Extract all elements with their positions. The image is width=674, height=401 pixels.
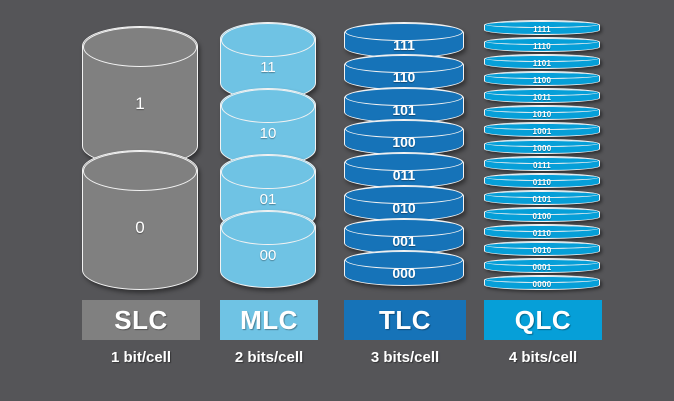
cell-level-tlc-111: 111 (344, 22, 464, 58)
cell-level-qlc-1011: 1011 (484, 88, 600, 103)
badge-slc: SLC (82, 300, 200, 340)
cell-level-tlc-000: 000 (344, 250, 464, 286)
cell-level-label: 1 (135, 93, 145, 113)
cell-level-label: 1110 (532, 41, 552, 51)
caption-qlc: 4 bits/cell (508, 349, 578, 366)
cell-level-qlc-1111: 1111 (484, 20, 600, 35)
cell-level-label: 00 (259, 246, 277, 264)
cell-level-label: 01 (259, 190, 277, 208)
cell-level-label: 0010 (532, 245, 552, 255)
cell-level-label: 001 (392, 232, 416, 249)
cell-level-qlc-1110: 1110 (484, 37, 600, 52)
cell-level-qlc-0101: 0101 (484, 190, 600, 205)
cell-level-label: 1111 (533, 24, 551, 34)
cell-level-label: 1100 (532, 75, 552, 85)
cell-level-qlc-1001: 1001 (484, 122, 600, 137)
cell-level-label: 1000 (532, 143, 552, 153)
cell-level-label: 1001 (532, 126, 552, 136)
legend-qlc: QLC 4 bits/cell (484, 300, 602, 366)
column-slc: 1 0 SLC 1 bit/cell (82, 0, 200, 401)
column-mlc: 11 10 01 00 MLC 2 bits/cell (220, 0, 318, 401)
cell-level-label: 111 (393, 36, 415, 53)
cell-level-label: 100 (392, 133, 416, 150)
cell-level-tlc-101: 101 (344, 87, 464, 123)
cell-level-qlc-0100: 0100 (484, 207, 600, 222)
column-tlc: 111 110 101 100 011 010 001 000 TLC 3 bi… (344, 0, 466, 401)
column-qlc: 1111 1110 1101 1100 1011 1010 1001 1000 … (484, 0, 602, 401)
cell-level-tlc-100: 100 (344, 119, 464, 155)
cell-level-qlc-0110: 0110 (484, 173, 600, 188)
badge-mlc: MLC (220, 300, 318, 340)
cell-level-label: 1010 (532, 109, 552, 119)
cell-level-label: 0101 (532, 194, 552, 204)
cell-level-label: 0000 (532, 279, 552, 289)
cell-level-label: 0 (135, 217, 145, 237)
cell-level-label: 0001 (532, 262, 552, 272)
cylinder-top-ellipse (83, 27, 197, 67)
cell-level-qlc-1000: 1000 (484, 139, 600, 154)
caption-mlc: 2 bits/cell (234, 349, 304, 366)
cell-level-label: 0110 (532, 177, 552, 187)
cell-level-slc-0: 0 (82, 150, 198, 290)
cell-level-label: 101 (392, 101, 416, 118)
cell-level-qlc-1100: 1100 (484, 71, 600, 86)
cell-level-slc-1: 1 (82, 26, 198, 166)
cell-level-qlc-1010: 1010 (484, 105, 600, 120)
legend-tlc: TLC 3 bits/cell (344, 300, 466, 366)
cell-level-label: 11 (260, 58, 276, 76)
cell-level-label: 000 (392, 264, 416, 281)
caption-slc: 1 bit/cell (110, 349, 172, 366)
cell-level-label: 10 (259, 124, 277, 142)
cell-level-tlc-011: 011 (344, 152, 464, 188)
cell-level-label: 1011 (532, 92, 552, 102)
cell-level-mlc-00: 00 (220, 210, 316, 288)
legend-slc: SLC 1 bit/cell (82, 300, 200, 366)
cell-level-tlc-010: 010 (344, 185, 464, 221)
cell-level-label: 1101 (532, 58, 552, 68)
cell-level-label: 0100 (532, 211, 552, 221)
cell-level-qlc-0001: 0001 (484, 258, 600, 273)
cell-level-label: 0110 (532, 228, 552, 238)
cell-level-label: 110 (392, 68, 416, 85)
cylinder-top-ellipse (83, 151, 197, 191)
legend-mlc: MLC 2 bits/cell (220, 300, 318, 366)
cell-level-tlc-110: 110 (344, 54, 464, 90)
cell-level-qlc-1101: 1101 (484, 54, 600, 69)
cell-level-label: 010 (392, 199, 416, 216)
cell-level-qlc-0000: 0000 (484, 275, 600, 290)
caption-tlc: 3 bits/cell (370, 349, 440, 366)
cell-level-qlc-0111: 0111 (484, 156, 600, 171)
cell-level-qlc-0010: 0010 (484, 241, 600, 256)
badge-qlc: QLC (484, 300, 602, 340)
badge-tlc: TLC (344, 300, 466, 340)
cell-level-tlc-001: 001 (344, 218, 464, 254)
cell-level-label: 0111 (532, 160, 552, 170)
cell-level-qlc-0011: 0110 (484, 224, 600, 239)
cell-level-label: 011 (392, 166, 416, 183)
